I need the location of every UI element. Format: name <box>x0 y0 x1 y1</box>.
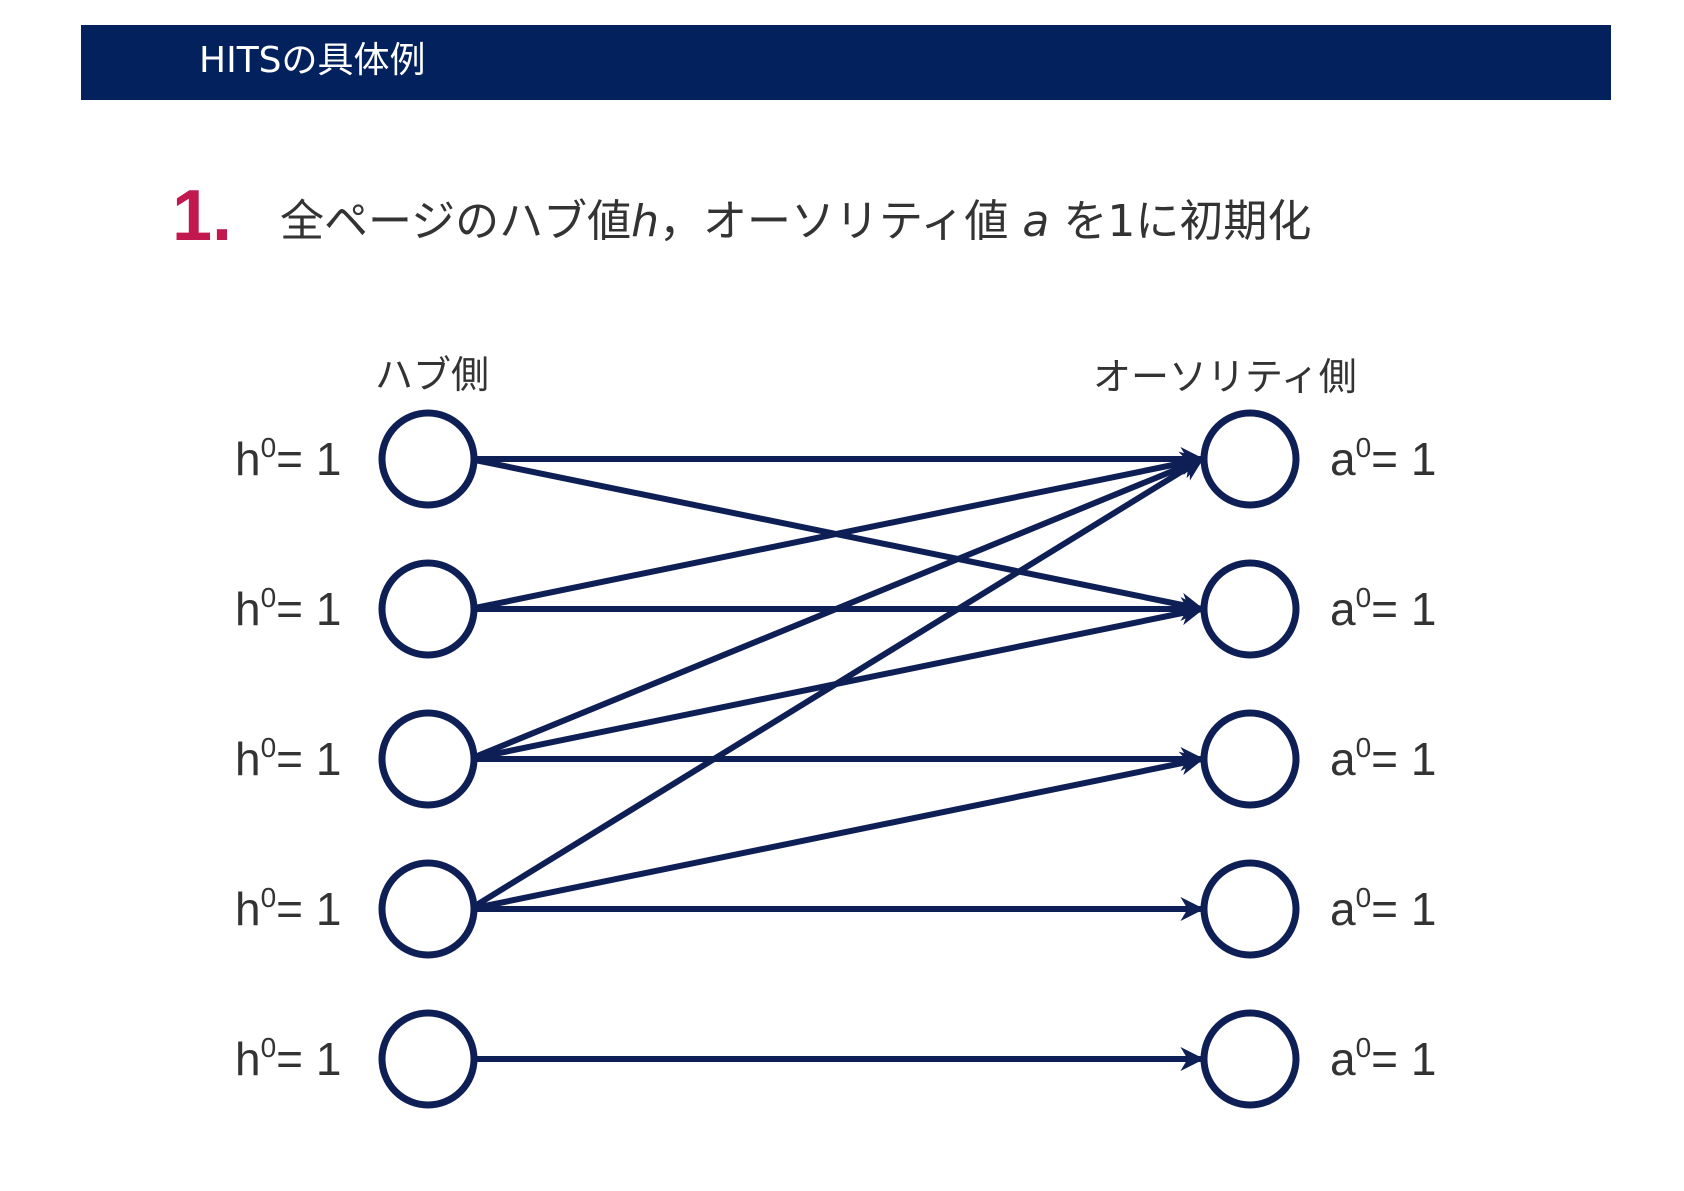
authority-value-label-2: a0= 1 <box>1330 582 1436 635</box>
hub-node-4 <box>378 859 478 959</box>
hub-value-label-3: h0= 1 <box>235 732 341 785</box>
step-text-suffix: を1に初期化 <box>1049 196 1312 247</box>
hub-node-1 <box>378 409 478 509</box>
step-text-middle: ，オーソリティ値 <box>659 196 1023 247</box>
authority-node-4 <box>1200 859 1300 959</box>
edge-hub2-auth1 <box>469 451 1205 612</box>
authority-side-label: オーソリティ側 <box>1093 355 1357 399</box>
authority-value-label-3: a0= 1 <box>1330 732 1436 785</box>
nodes: h0= 1 h0= 1 h0= 1 h0= 1 h0= 1 a0= 1 a0= 1 a0= 1… <box>235 409 1436 1109</box>
edges <box>468 447 1205 1071</box>
hub-node-5 <box>378 1009 478 1109</box>
edge-hub4-auth3 <box>469 751 1205 912</box>
hub-side-label: ハブ側 <box>375 353 489 397</box>
authority-node-5 <box>1200 1009 1300 1109</box>
hub-value-label-1: h0= 1 <box>235 432 341 485</box>
hub-node-3 <box>378 709 478 809</box>
hub-value-label-2: h0= 1 <box>235 582 341 635</box>
step-text-prefix: 全ページのハブ値 <box>280 196 632 247</box>
edge-hub3-auth1 <box>468 456 1205 762</box>
hub-node-2 <box>378 559 478 659</box>
authority-value-label-1: a0= 1 <box>1330 432 1436 485</box>
authority-node-1 <box>1200 409 1300 509</box>
step-number: 1. <box>172 176 233 256</box>
step-description: 全ページのハブ値h，オーソリティ値 a を1に初期化 <box>280 196 1312 247</box>
authority-node-2 <box>1200 559 1300 659</box>
hub-value-label-5: h0= 1 <box>235 1032 341 1085</box>
authority-value-label-4: a0= 1 <box>1330 882 1436 935</box>
edge-hub4-auth1 <box>468 456 1205 912</box>
header-bar: HITSの具体例 <box>81 25 1611 100</box>
hub-variable: h <box>631 196 660 247</box>
slide-title: HITSの具体例 <box>199 40 426 81</box>
authority-variable: a <box>1022 196 1050 247</box>
authority-value-label-5: a0= 1 <box>1330 1032 1436 1085</box>
authority-node-3 <box>1200 709 1300 809</box>
hub-value-label-4: h0= 1 <box>235 882 341 935</box>
